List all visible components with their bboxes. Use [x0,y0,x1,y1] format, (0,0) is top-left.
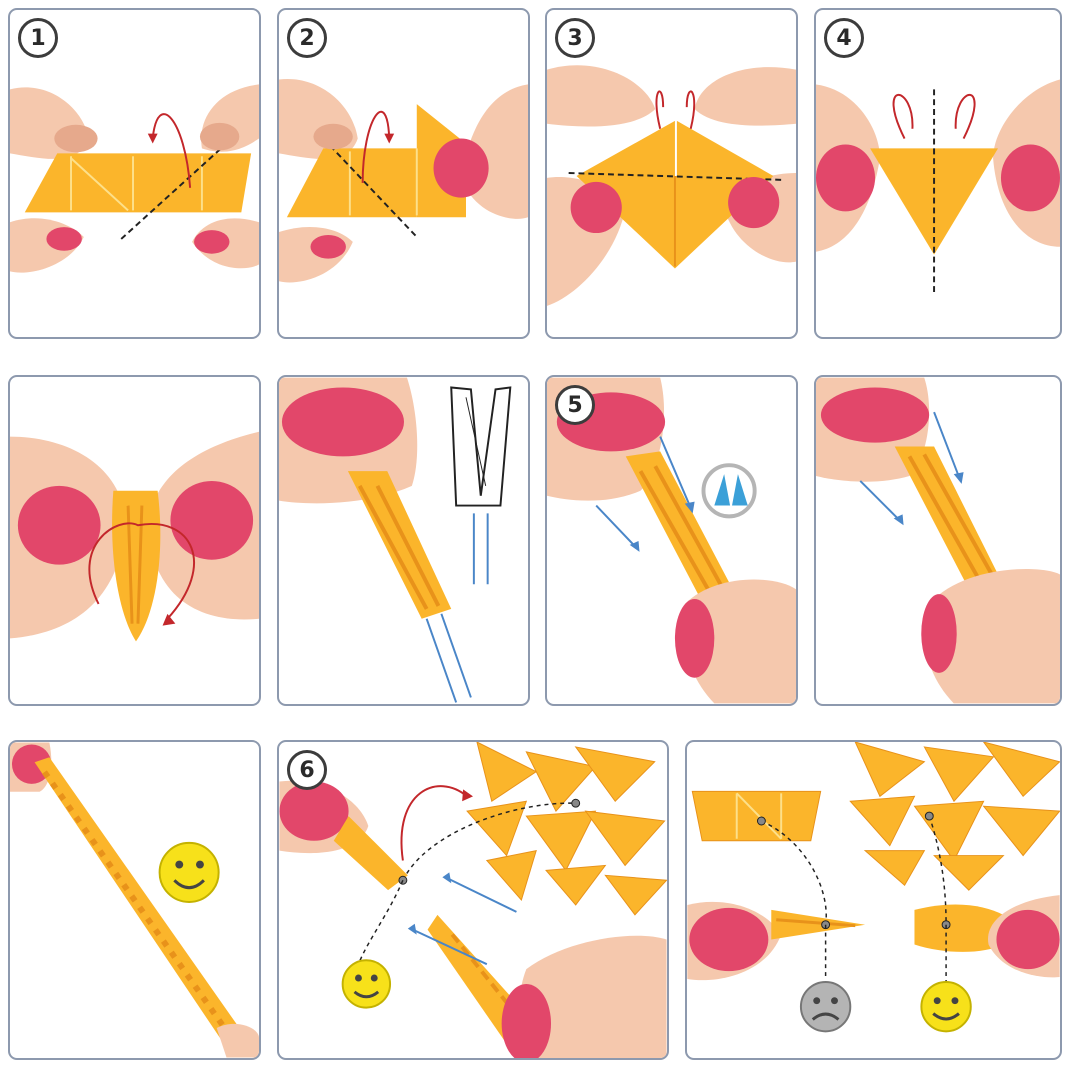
step-2-illustration [279,78,528,283]
module-pile [466,742,667,916]
long-chain-illustration [10,742,259,1058]
step-5-illustration [547,377,796,704]
step-number-badge: 2 [287,18,327,58]
step-number-badge: 1 [18,18,58,58]
module-sketch-icon [450,386,512,585]
blue-module-icon [701,463,757,519]
module-pile [849,742,1060,891]
step-6-illustration [279,742,667,1058]
step-3-illustration [547,65,796,306]
panel-step-3: 3 [545,8,798,339]
happy-smiley-icon [341,959,392,1009]
step-1-illustration [10,84,259,273]
step-4-illustration [816,79,1060,296]
panel-step-1: 1 [8,8,261,339]
panel-step-5: 5 [545,375,798,706]
panel-row2-b [277,375,530,706]
panel-row2-d [814,375,1062,706]
happy-smiley-icon [158,841,220,903]
step-number-badge: 6 [287,750,327,790]
module-insert-illustration [279,377,512,703]
pinch-fold-illustration [10,431,259,642]
panel-row3-a [8,740,261,1060]
step-number-badge: 5 [555,385,595,425]
chain-push-illustration [816,377,1060,704]
panel-step-6: 6 [277,740,669,1060]
step-number-badge: 4 [824,18,864,58]
panel-row3-c [685,740,1062,1060]
panel-step-4: 4 [814,8,1062,339]
happy-smiley-icon [920,980,972,1033]
step-number-badge: 3 [555,18,595,58]
sad-smiley-icon [799,980,852,1033]
panel-row2-a [8,375,261,706]
flat-strip [691,790,822,842]
panel-step-2: 2 [277,8,530,339]
right-wrong-assembly-illustration [687,742,1060,1033]
